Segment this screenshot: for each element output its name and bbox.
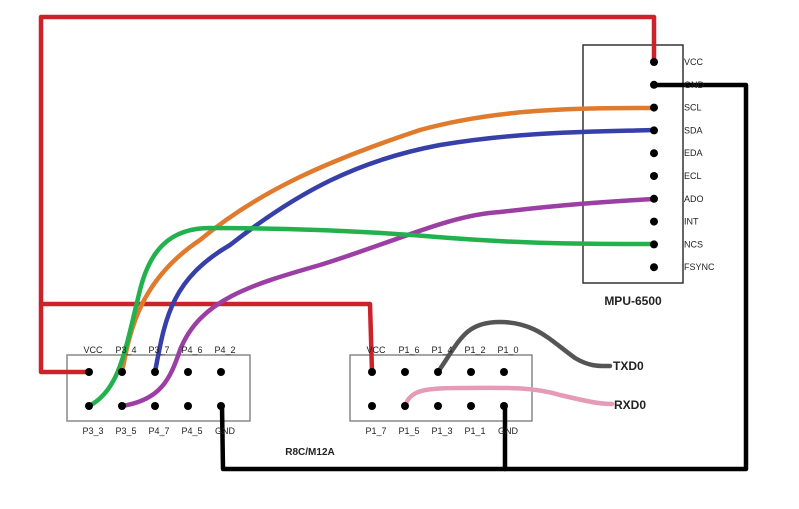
mpu-pin-ecl — [650, 172, 658, 180]
pin-p4_6 — [184, 368, 192, 376]
board-label: R8C/M12A — [285, 447, 334, 458]
mpu-pin-label: NCS — [684, 239, 703, 249]
header-pin-label: P3_4 — [115, 345, 136, 355]
pin-p1_4 — [434, 368, 442, 376]
pin-p1_3 — [434, 402, 442, 410]
mpu-6500-module — [582, 44, 684, 284]
ado-wire — [119, 196, 657, 409]
mpu-pin-eda — [650, 149, 658, 158]
mpu-pin-label: FSYNC — [684, 262, 715, 272]
header-pin-label: P4_2 — [214, 345, 235, 355]
header-pin-label: VCC — [366, 345, 386, 355]
header-pin-label: P1_2 — [464, 345, 485, 355]
mpu-pin-sda — [650, 126, 658, 135]
pin-p4_5 — [184, 402, 192, 410]
pin-vcc — [368, 368, 376, 376]
mpu-title: MPU-6500 — [604, 294, 662, 308]
pin-p1_2 — [467, 368, 475, 376]
header-pin-label: P1_6 — [398, 345, 419, 355]
pin-gnd — [500, 402, 508, 410]
rxd-label: RXD0 — [614, 398, 646, 412]
header-pin-label: P1_0 — [497, 345, 518, 355]
txd-label: TXD0 — [613, 359, 644, 373]
mpu-pin-scl — [650, 103, 658, 112]
header-pin-label: P4_6 — [181, 345, 202, 355]
header-pin-label: P1_7 — [365, 426, 386, 436]
mpu-pin-label: SCL — [684, 103, 702, 113]
vcc-bus-wire — [38, 301, 375, 375]
scl-wire — [119, 105, 657, 375]
pin-p1_7 — [368, 402, 376, 410]
sda-wire — [152, 127, 657, 375]
txd-wire — [435, 319, 613, 375]
mpu-pin-ado — [650, 194, 658, 203]
mpu-pin-gnd — [650, 80, 658, 89]
header-pin-label: P3_3 — [82, 426, 103, 436]
pin-vcc — [85, 368, 93, 376]
pin-p1_5 — [401, 402, 409, 410]
mpu-pin-label: GND — [684, 80, 705, 90]
header-pin-label: VCC — [83, 345, 103, 355]
pin-p3_7 — [151, 368, 159, 376]
mpu-pin-label: SDA — [684, 125, 703, 135]
header-pin-label: P1_1 — [464, 426, 485, 436]
gnd-wire — [219, 82, 749, 472]
mpu-pin-label: INT — [684, 217, 699, 227]
pin-p3_4 — [118, 368, 126, 376]
pin-p1_0 — [500, 368, 508, 376]
mpu-pin-label: VCC — [684, 57, 704, 67]
header-pin-label: P1_4 — [431, 345, 452, 355]
pin-p1_6 — [401, 368, 409, 376]
pin-p3_5 — [118, 402, 126, 410]
mpu-pin-label: ADO — [684, 194, 704, 204]
header-pin-label: P3_7 — [148, 345, 169, 355]
header-pin-label: P1_5 — [398, 426, 419, 436]
mpu-pin-ncs — [650, 240, 658, 249]
ncs-wire — [86, 225, 657, 409]
rxd-wire — [402, 385, 615, 409]
pin-p4_7 — [151, 402, 159, 410]
header-pin-label: P4_7 — [148, 426, 169, 436]
mpu-pin-label: ECL — [684, 171, 702, 181]
vcc-wire — [38, 14, 657, 375]
pin-p4_2 — [217, 368, 225, 376]
header-pin-label: P4_5 — [181, 426, 202, 436]
pin-gnd — [217, 402, 225, 410]
header-pin-label: P1_3 — [431, 426, 452, 436]
pin-p1_1 — [467, 402, 475, 410]
pin-p3_3 — [85, 402, 93, 410]
mpu-pin-fsync — [650, 263, 658, 272]
mpu-pin-vcc — [650, 58, 658, 66]
mpu-pin-int — [650, 217, 658, 226]
header-pin-label: P3_5 — [115, 426, 136, 436]
header-pin-label: GND — [215, 426, 236, 436]
mpu-pin-label: EDA — [684, 148, 703, 158]
header-pin-label: GND — [498, 426, 519, 436]
